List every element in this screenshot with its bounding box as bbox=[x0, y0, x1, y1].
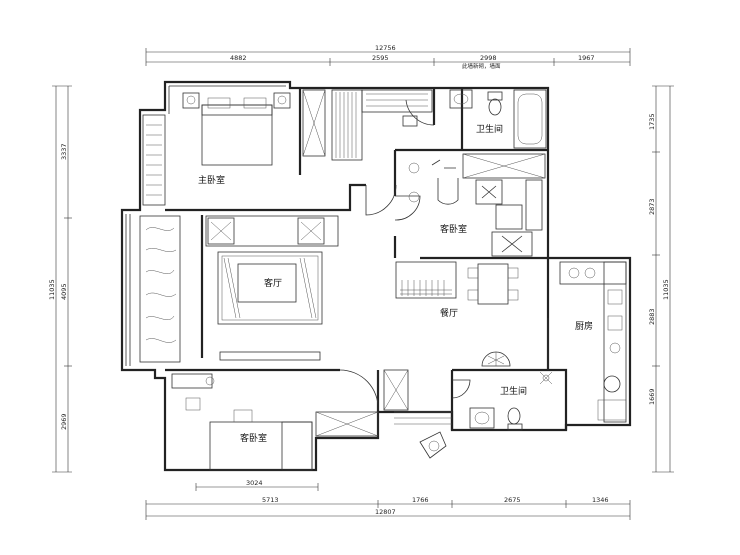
master-bedroom: 主卧室 bbox=[142, 89, 326, 206]
room-label-bathroom-lower: 卫生间 bbox=[500, 385, 527, 397]
dim-left-seg-2: 4095 bbox=[60, 283, 68, 300]
guest-bedroom-lower: 客卧室 bbox=[171, 373, 379, 471]
dim-bottom-seg-3: 2675 bbox=[504, 496, 521, 504]
upper-bathroom: 卫生间 bbox=[449, 89, 547, 149]
left-dimension-lines: 11035 3337 4095 2969 bbox=[48, 85, 72, 473]
wardrobe-area bbox=[331, 89, 433, 161]
room-label-dining-room: 餐厅 bbox=[440, 307, 458, 319]
dim-top-total: 12756 bbox=[375, 44, 396, 52]
living-room: 客厅 bbox=[139, 215, 339, 363]
dim-top-seg-3: 2998 bbox=[480, 54, 497, 62]
room-label-bathroom-upper: 卫生间 bbox=[476, 123, 503, 135]
room-label-guest-bedroom-upper: 客卧室 bbox=[440, 223, 467, 235]
dim-right-seg-1: 1735 bbox=[648, 113, 656, 130]
lower-bathroom: 卫生间 bbox=[469, 371, 553, 431]
bottom-dimension-lines: 3024 5713 1766 2675 1346 12807 bbox=[145, 479, 631, 520]
dim-left-seg-1: 3337 bbox=[60, 143, 68, 160]
dining-room: 餐厅 bbox=[395, 261, 519, 367]
doors bbox=[339, 99, 549, 425]
top-dimension-lines: 12756 4882 2595 2998 1967 此墙新砌，墙面 bbox=[145, 44, 631, 70]
dim-bottom-seg-4: 1346 bbox=[592, 496, 609, 504]
dim-left-seg-3: 2969 bbox=[60, 413, 68, 430]
guest-bedroom-upper: 客卧室 bbox=[408, 153, 546, 257]
room-label-living-room: 客厅 bbox=[264, 277, 282, 289]
right-dimension-lines: 11035 1735 2873 2883 1669 bbox=[648, 85, 674, 473]
dim-right-seg-3: 2883 bbox=[648, 308, 656, 325]
kitchen: 厨房 bbox=[559, 261, 627, 423]
dim-top-seg-1: 4882 bbox=[230, 54, 247, 62]
dim-bottom-seg-2: 1766 bbox=[412, 496, 429, 504]
interior-walls bbox=[165, 88, 568, 430]
entry-storage bbox=[383, 369, 447, 459]
dim-bottom-seg-1: 5713 bbox=[262, 496, 279, 504]
room-label-master-bedroom: 主卧室 bbox=[198, 174, 225, 186]
dim-top-seg-4: 1967 bbox=[578, 54, 595, 62]
dim-right-seg-4: 1669 bbox=[648, 388, 656, 405]
dim-top-seg-2: 2595 bbox=[372, 54, 389, 62]
top-note: 此墙新砌，墙面 bbox=[462, 62, 501, 70]
dim-right-total: 11035 bbox=[662, 279, 670, 300]
dim-bottom-inner: 3024 bbox=[246, 479, 263, 487]
dim-bottom-total: 12807 bbox=[375, 508, 396, 516]
room-label-guest-bedroom-lower: 客卧室 bbox=[240, 432, 267, 444]
room-label-kitchen: 厨房 bbox=[575, 320, 593, 332]
dim-left-total: 11035 bbox=[48, 279, 56, 300]
dim-right-seg-2: 2873 bbox=[648, 198, 656, 215]
